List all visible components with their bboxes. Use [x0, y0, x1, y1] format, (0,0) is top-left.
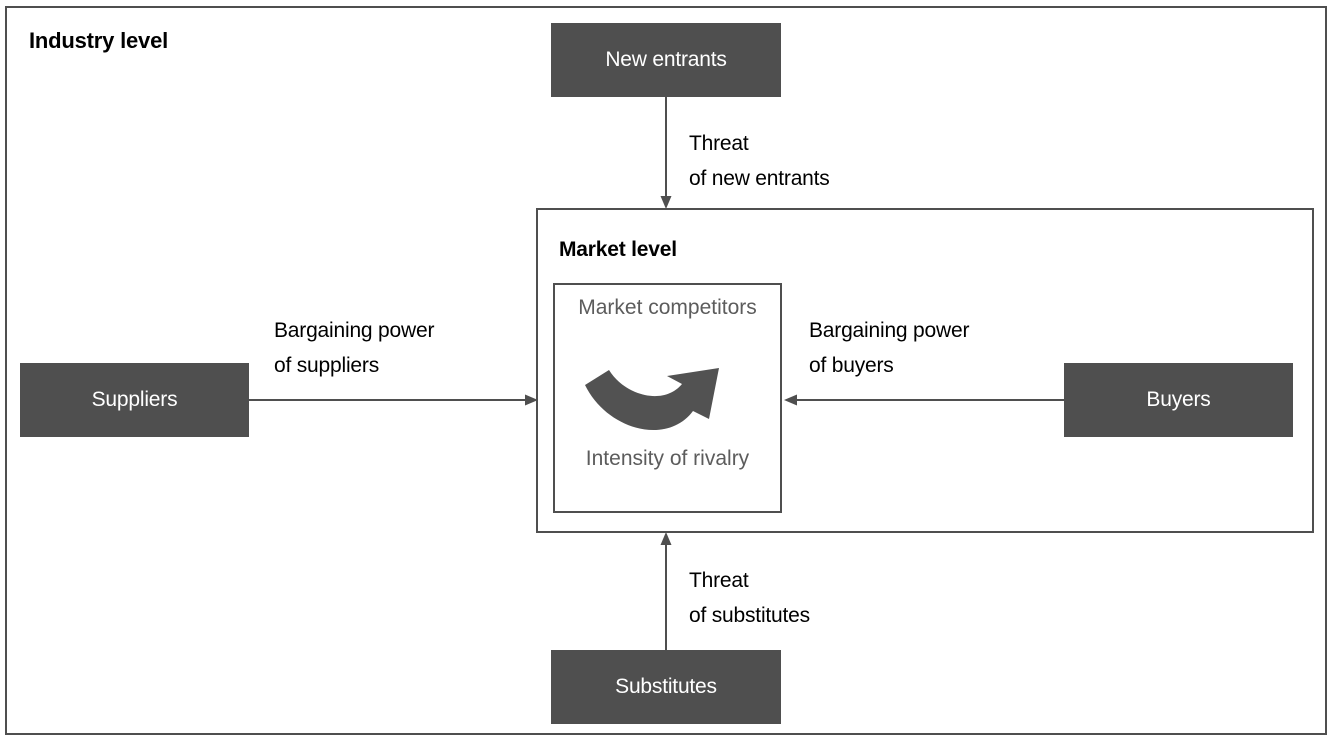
force-box-substitutes[interactable]: Substitutes [551, 650, 781, 724]
force-box-buyers-label: Buyers [1146, 388, 1211, 411]
edge-label-threat-of-substitutes: Threat of substitutes [689, 569, 810, 627]
edge-label-threat-of-new-entrants: Threat of new entrants [689, 132, 830, 190]
arrow-new-entrants-to-market [660, 95, 672, 209]
edge-label-bargaining-power-of-buyers: Bargaining power of buyers [809, 319, 970, 377]
force-box-suppliers-label: Suppliers [91, 388, 178, 411]
edge-label-bargaining-power-of-suppliers: Bargaining power of suppliers [274, 319, 435, 377]
arrow-suppliers-to-market [247, 394, 538, 406]
force-box-new-entrants-label: New entrants [605, 48, 727, 71]
arrow-buyers-to-market [784, 394, 1068, 406]
industry-level-frame [5, 6, 1327, 735]
circular-rivalry-arrow-icon [585, 368, 719, 431]
market-level-frame [536, 208, 1314, 533]
market-level-title: Market level [559, 238, 677, 261]
force-box-suppliers[interactable]: Suppliers [20, 363, 249, 437]
force-box-buyers[interactable]: Buyers [1064, 363, 1293, 437]
arrow-substitutes-to-market [660, 532, 672, 654]
force-box-substitutes-label: Substitutes [615, 675, 717, 698]
market-competitors-label: Market competitors [578, 296, 757, 319]
force-box-new-entrants[interactable]: New entrants [551, 23, 781, 97]
industry-level-title: Industry level [29, 28, 169, 53]
intensity-of-rivalry-label: Intensity of rivalry [585, 447, 750, 470]
